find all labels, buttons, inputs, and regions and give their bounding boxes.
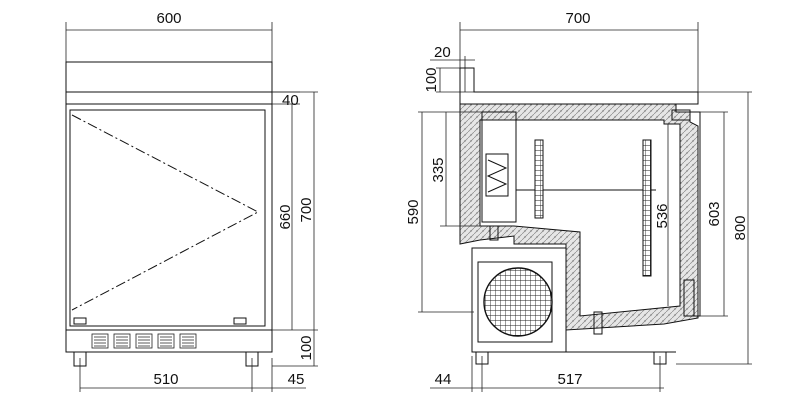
- front-width-label: 600: [156, 10, 181, 27]
- front-lid-rim: [65, 91, 273, 105]
- front-hinge-right: [233, 317, 247, 325]
- side-countertop: [459, 67, 699, 105]
- side-hinge-top: [671, 109, 691, 121]
- side-depth-label: 700: [565, 10, 590, 27]
- side-door-handle: [683, 279, 695, 317]
- front-lid-height-label: 40: [282, 92, 299, 109]
- side-view: 700 20 100: [405, 10, 752, 392]
- front-body-height-label: 660: [277, 204, 294, 229]
- side-lip-height-label: 100: [423, 67, 440, 92]
- side-overall-height-label: 800: [732, 215, 749, 240]
- side-shelf-ladder-front: [534, 139, 544, 219]
- side-drain-pipe: [593, 311, 603, 335]
- side-drain: [489, 225, 499, 241]
- front-base-width-label: 510: [153, 371, 178, 388]
- side-compressor-height-label: 335: [430, 157, 447, 182]
- front-offset-label: 45: [288, 371, 305, 388]
- side-base-depth-label: 517: [557, 371, 582, 388]
- side-door: [690, 111, 701, 317]
- front-vent-grille: [91, 333, 197, 349]
- front-view: 600 40 660: [65, 10, 318, 392]
- front-legs-height-label: 100: [298, 335, 315, 360]
- front-total-height-label: 700: [298, 197, 315, 222]
- side-lip-width-label: 20: [434, 44, 451, 61]
- door-swing-line: [71, 114, 260, 311]
- side-shelf-height-label: 536: [654, 203, 671, 228]
- side-door-height-label: 603: [706, 201, 723, 226]
- front-countertop: [65, 61, 273, 93]
- side-evaporator-box: [481, 111, 517, 223]
- side-evaporator-fan: [485, 153, 509, 197]
- front-body: [65, 103, 273, 331]
- front-plinth: [65, 329, 273, 353]
- front-door: [69, 109, 266, 327]
- side-inner-height-label: 590: [405, 199, 422, 224]
- side-shelf-ladder-back: [642, 139, 652, 277]
- side-condenser-fan: [483, 267, 553, 337]
- side-offset-label: 44: [435, 371, 452, 388]
- front-hinge-left: [73, 317, 87, 325]
- side-coil-zigzag: [486, 159, 508, 193]
